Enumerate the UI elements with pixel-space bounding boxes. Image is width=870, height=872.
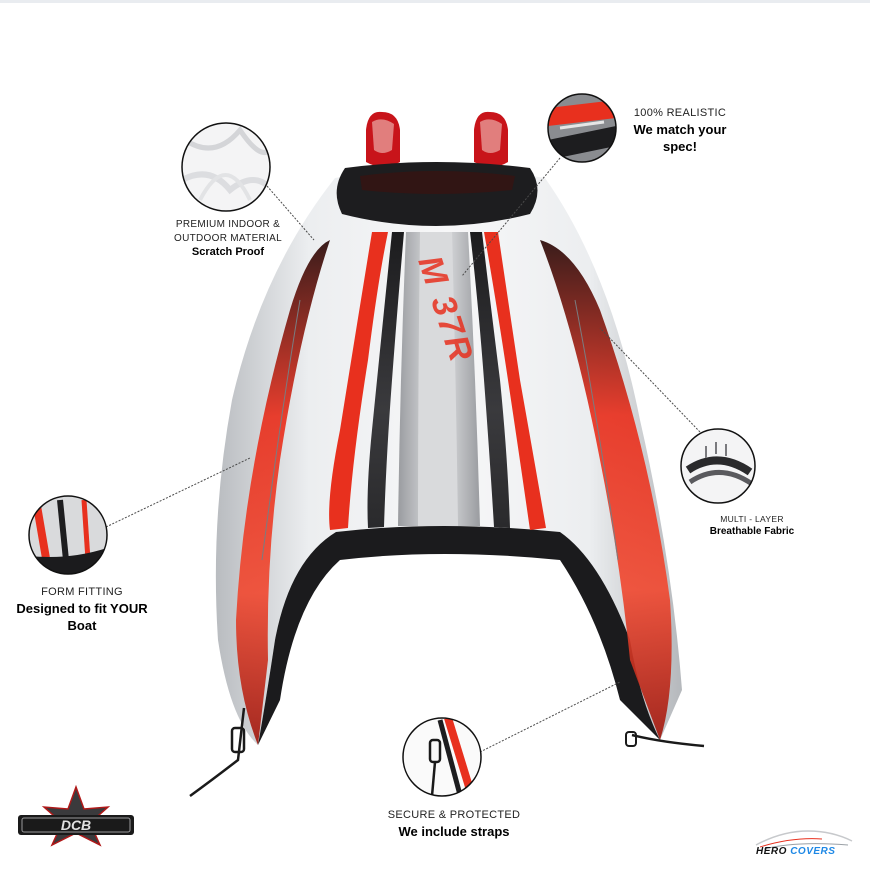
hero-covers-logo-part1: HERO	[756, 846, 787, 857]
layer-callout: MULTI - LAYER Breathable Fabric	[696, 514, 808, 539]
realistic-callout-small: 100% REALISTIC	[633, 107, 727, 119]
fitting-callout-small: FORM FITTING	[41, 586, 123, 598]
fitting-callout-bold1: Designed to fit YOUR	[16, 600, 148, 616]
graphic-detail-circle	[547, 93, 617, 163]
callout-leader-lines	[105, 157, 701, 753]
layer-callout-small: MULTI - LAYER	[720, 514, 784, 524]
boat-hull	[215, 162, 682, 745]
top-divider	[0, 0, 870, 3]
fitting-callout: FORM FITTING Designed to fit YOUR Boat	[6, 585, 158, 635]
material-callout: PREMIUM INDOOR & OUTDOOR MATERIAL Scratc…	[166, 218, 290, 260]
hero-covers-logo-part2: COVERS	[790, 846, 836, 857]
straps-callout-bold: We include straps	[398, 823, 510, 839]
dcb-logo-text: DCB	[61, 817, 91, 833]
material-callout-bold: Scratch Proof	[191, 246, 265, 258]
strap-right	[625, 731, 705, 748]
outboard-motor-right	[474, 111, 508, 167]
hero-covers-logo: HERO COVERS	[756, 846, 835, 857]
realistic-callout-bold1: We match your	[633, 121, 727, 137]
straps-callout: SECURE & PROTECTED We include straps	[376, 808, 532, 840]
straps-detail-circle	[402, 717, 482, 797]
fabric-detail-circle	[181, 122, 271, 212]
outboard-motor-left	[366, 111, 400, 167]
form-fitting-detail-circle	[28, 495, 108, 575]
layer-callout-bold: Breathable Fabric	[709, 526, 795, 538]
realistic-callout: 100% REALISTIC We match your spec!	[622, 106, 738, 156]
dcb-logo: DCB	[18, 785, 134, 847]
hero-covers-car-icon	[755, 830, 853, 850]
realistic-callout-bold2: spec!	[663, 139, 697, 155]
straps-callout-small: SECURE & PROTECTED	[387, 809, 521, 821]
material-callout-line2: OUTDOOR MATERIAL	[174, 232, 282, 244]
strap-left	[189, 707, 246, 798]
fitting-callout-bold2: Boat	[67, 618, 97, 634]
material-callout-line1: PREMIUM INDOOR &	[175, 219, 281, 230]
multilayer-detail-circle	[680, 428, 756, 504]
